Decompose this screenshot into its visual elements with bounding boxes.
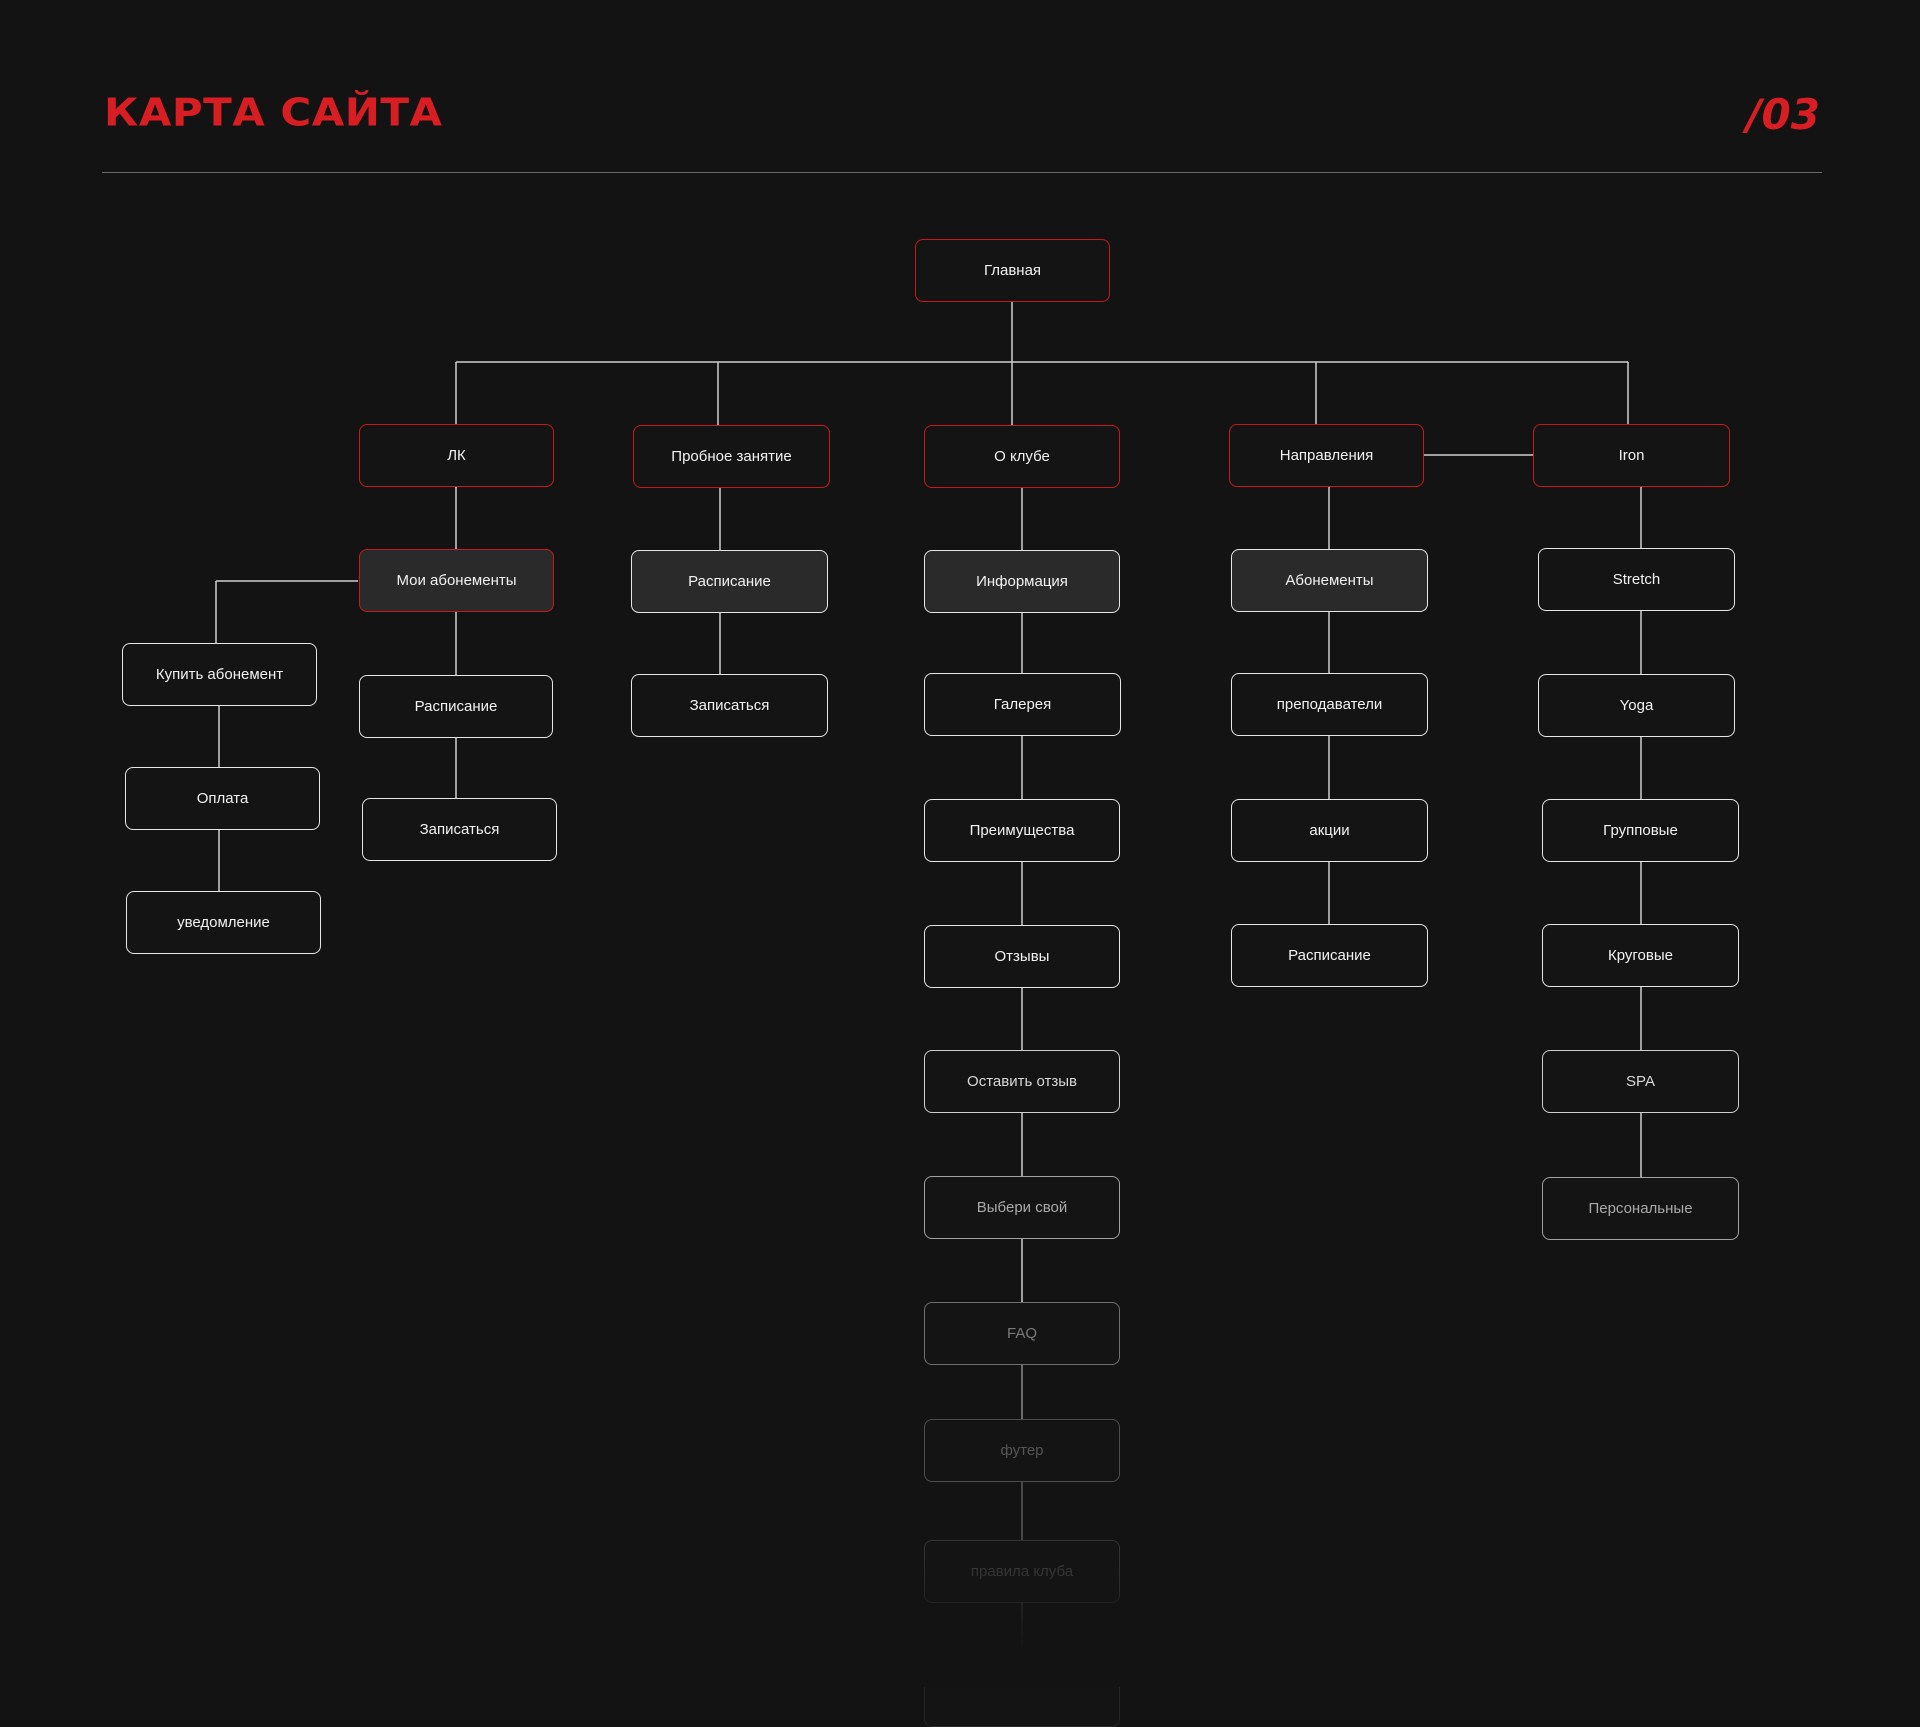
page-title: КАРТА САЙТА [104, 89, 443, 135]
node-yoga[interactable]: Yoga [1538, 674, 1735, 737]
header-divider [102, 172, 1822, 173]
node-lk-signup[interactable]: Записаться [362, 798, 557, 861]
node-lk-schedule[interactable]: Расписание [359, 675, 553, 738]
node-notification[interactable]: уведомление [126, 891, 321, 954]
bottom-fade-overlay [0, 1560, 1920, 1687]
node-directions[interactable]: Направления [1229, 424, 1424, 487]
node-spa[interactable]: SPA [1542, 1050, 1739, 1113]
node-choose-yours[interactable]: Выбери свой [924, 1176, 1120, 1239]
node-info[interactable]: Информация [924, 550, 1120, 613]
node-faq[interactable]: FAQ [924, 1302, 1120, 1365]
connector-lines [215, 302, 1642, 1687]
node-teachers[interactable]: преподаватели [1231, 673, 1428, 736]
page-number: /03 [1746, 90, 1820, 139]
node-promotions[interactable]: акции [1231, 799, 1428, 862]
node-stretch[interactable]: Stretch [1538, 548, 1735, 611]
node-lk[interactable]: ЛК [359, 424, 554, 487]
node-buy-subscription[interactable]: Купить абонемент [122, 643, 317, 706]
node-circuit[interactable]: Круговые [1542, 924, 1739, 987]
node-advantages[interactable]: Преимущества [924, 799, 1120, 862]
node-payment[interactable]: Оплата [125, 767, 320, 830]
node-my-subscriptions[interactable]: Мои абонементы [359, 549, 554, 612]
node-about-club[interactable]: О клубе [924, 425, 1120, 488]
node-group[interactable]: Групповые [1542, 799, 1739, 862]
node-leave-review[interactable]: Оставить отзыв [924, 1050, 1120, 1113]
node-personal[interactable]: Персональные [1542, 1177, 1739, 1240]
node-home[interactable]: Главная [915, 239, 1110, 302]
node-reviews[interactable]: Отзывы [924, 925, 1120, 988]
node-trial[interactable]: Пробное занятие [633, 425, 830, 488]
node-gallery[interactable]: Галерея [924, 673, 1121, 736]
node-subscriptions[interactable]: Абонементы [1231, 549, 1428, 612]
node-iron[interactable]: Iron [1533, 424, 1730, 487]
node-trial-schedule[interactable]: Расписание [631, 550, 828, 613]
node-trial-signup[interactable]: Записаться [631, 674, 828, 737]
node-footer[interactable]: футер [924, 1419, 1120, 1482]
node-directions-schedule[interactable]: Расписание [1231, 924, 1428, 987]
